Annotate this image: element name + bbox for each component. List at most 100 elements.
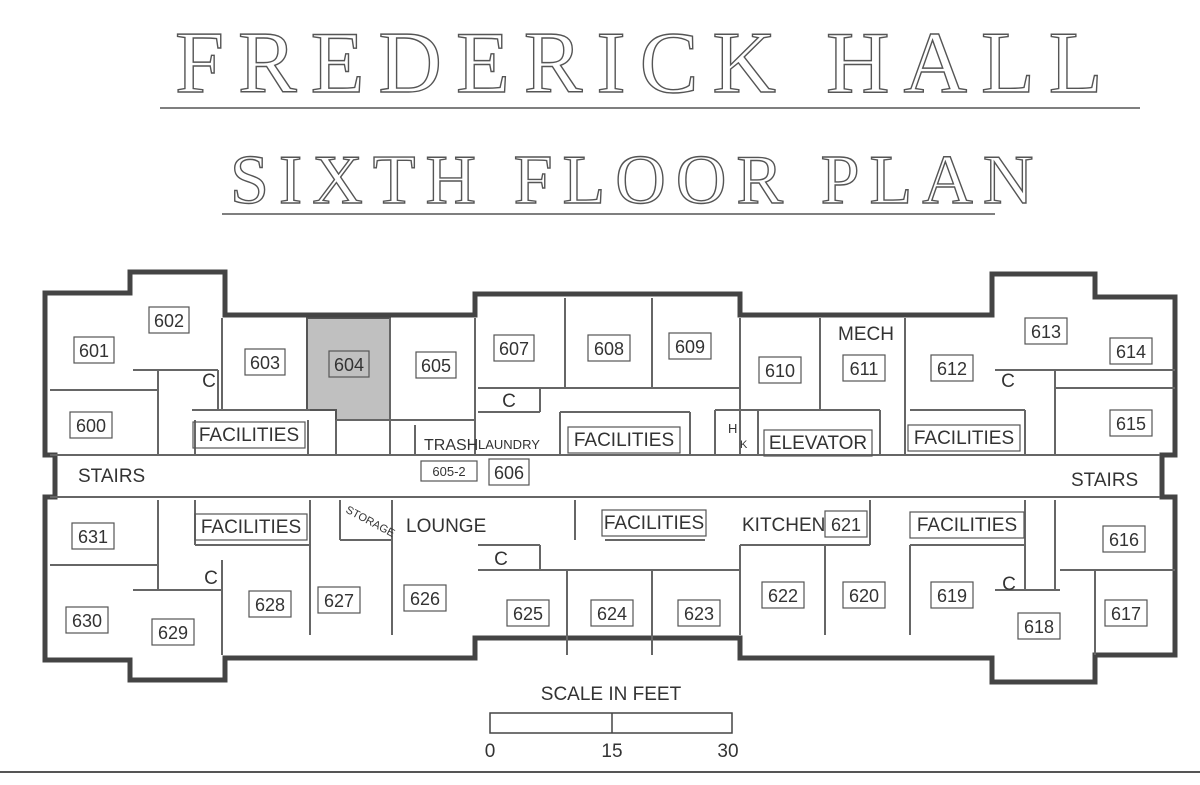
facilities-label: FACILITIES — [201, 517, 301, 538]
svg-text:616: 616 — [1109, 530, 1139, 550]
room-606[interactable]: 606 — [488, 458, 530, 486]
area-labels: STAIRS STAIRS FACILITIES FACILITIES FACI… — [78, 324, 1138, 595]
svg-text:612: 612 — [937, 359, 967, 379]
room-612[interactable]: 612 — [930, 354, 974, 382]
building-outline — [42, 269, 1178, 685]
closet-label: C — [1002, 574, 1016, 595]
room-617[interactable]: 617 — [1104, 599, 1148, 627]
svg-text:605-2: 605-2 — [432, 464, 465, 479]
room-631[interactable]: 631 — [71, 522, 115, 550]
room-613[interactable]: 613 — [1024, 317, 1068, 345]
svg-text:611: 611 — [850, 359, 879, 379]
mech-label: MECH — [838, 324, 894, 345]
svg-text:602: 602 — [154, 311, 184, 331]
facilities-label: FACILITIES — [914, 428, 1014, 449]
k-label: K — [740, 439, 748, 451]
laundry-label: LAUNDRY — [478, 437, 540, 452]
elevator-label: ELEVATOR — [769, 433, 867, 454]
trash-label: TRASH — [424, 437, 478, 454]
lounge-label: LOUNGE — [406, 516, 486, 537]
kitchen-label: KITCHEN — [742, 515, 825, 536]
svg-text:609: 609 — [675, 337, 705, 357]
room-615[interactable]: 615 — [1109, 409, 1153, 437]
room-614[interactable]: 614 — [1109, 337, 1153, 365]
scale-tick-0: 0 — [485, 741, 496, 762]
page-title: FREDERICK HALL — [175, 15, 1117, 112]
svg-text:603: 603 — [250, 353, 280, 373]
room-610[interactable]: 610 — [758, 356, 802, 384]
scale-tick-30: 30 — [717, 741, 738, 762]
room-605-2[interactable]: 605-2 — [420, 460, 478, 482]
room-609[interactable]: 609 — [668, 332, 712, 360]
facilities-label: FACILITIES — [574, 430, 674, 451]
svg-text:619: 619 — [937, 586, 967, 606]
room-601[interactable]: 601 — [73, 336, 115, 364]
room-621[interactable]: 621 — [824, 510, 868, 538]
page-subtitle: SIXTH FLOOR PLAN — [230, 142, 1043, 219]
room-622[interactable]: 622 — [761, 581, 805, 609]
svg-text:617: 617 — [1111, 604, 1141, 624]
svg-text:604: 604 — [334, 355, 364, 375]
room-616[interactable]: 616 — [1102, 525, 1146, 553]
room-629[interactable]: 629 — [151, 618, 195, 646]
svg-text:630: 630 — [72, 611, 102, 631]
facilities-label: FACILITIES — [917, 515, 1017, 536]
room-619[interactable]: 619 — [930, 581, 974, 609]
room-603[interactable]: 603 — [244, 348, 286, 376]
svg-text:618: 618 — [1024, 617, 1054, 637]
room-625[interactable]: 625 — [506, 599, 550, 627]
facilities-label: FACILITIES — [604, 513, 704, 534]
room-626[interactable]: 626 — [403, 584, 447, 612]
closet-label: C — [494, 549, 508, 570]
room-627[interactable]: 627 — [317, 586, 361, 614]
room-607[interactable]: 607 — [493, 334, 535, 362]
scale-tick-15: 15 — [601, 741, 622, 762]
room-600[interactable]: 600 — [69, 411, 113, 439]
svg-text:626: 626 — [410, 589, 440, 609]
svg-text:608: 608 — [594, 339, 624, 359]
scale-label: SCALE IN FEET — [541, 684, 682, 705]
room-602[interactable]: 602 — [148, 306, 190, 334]
room-611[interactable]: 611 — [842, 354, 886, 382]
h-label: H — [728, 421, 737, 436]
svg-text:610: 610 — [765, 361, 795, 381]
room-628[interactable]: 628 — [248, 590, 292, 618]
storage-label: STORAGE — [344, 504, 397, 540]
svg-text:631: 631 — [78, 527, 108, 547]
svg-text:614: 614 — [1116, 342, 1146, 362]
scale-bar: SCALE IN FEET 0 15 30 — [485, 684, 739, 762]
closet-label: C — [202, 371, 216, 392]
facilities-label: FACILITIES — [199, 425, 299, 446]
room-618[interactable]: 618 — [1017, 612, 1061, 640]
svg-text:622: 622 — [768, 586, 798, 606]
svg-text:615: 615 — [1116, 414, 1146, 434]
interior-walls — [50, 298, 1175, 655]
closet-label: C — [204, 568, 218, 589]
room-labels: 601 602 603 604 605 600 607 608 609 610 … — [65, 306, 1153, 646]
svg-text:600: 600 — [76, 416, 106, 436]
room-604[interactable]: 604 — [328, 350, 370, 378]
svg-text:601: 601 — [79, 341, 109, 361]
room-608[interactable]: 608 — [587, 334, 631, 362]
svg-text:629: 629 — [158, 623, 188, 643]
svg-text:624: 624 — [597, 604, 627, 624]
svg-text:625: 625 — [513, 604, 543, 624]
room-624[interactable]: 624 — [590, 599, 634, 627]
svg-text:628: 628 — [255, 595, 285, 615]
room-620[interactable]: 620 — [842, 581, 886, 609]
svg-text:613: 613 — [1031, 322, 1061, 342]
room-630[interactable]: 630 — [65, 606, 109, 634]
room-605[interactable]: 605 — [415, 351, 457, 379]
svg-text:627: 627 — [324, 591, 354, 611]
svg-text:620: 620 — [849, 586, 879, 606]
stairs-east-label: STAIRS — [1071, 470, 1138, 491]
closet-label: C — [502, 391, 516, 412]
svg-text:605: 605 — [421, 356, 451, 376]
closet-label: C — [1001, 371, 1015, 392]
svg-text:623: 623 — [684, 604, 714, 624]
stairs-west-label: STAIRS — [78, 466, 145, 487]
room-623[interactable]: 623 — [677, 599, 721, 627]
svg-text:607: 607 — [499, 339, 529, 359]
svg-text:606: 606 — [494, 463, 524, 483]
